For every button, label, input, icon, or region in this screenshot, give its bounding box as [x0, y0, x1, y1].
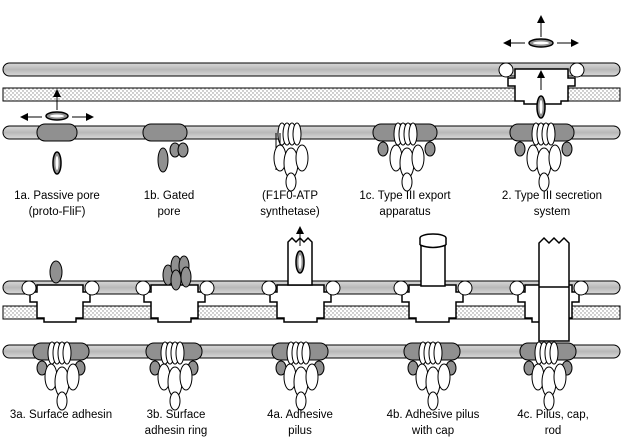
label-4a-line1: 4a. Adhesive	[267, 409, 333, 421]
panel-atp-synthase	[273, 122, 309, 192]
label-3b-line1: 3b. Surface	[147, 409, 206, 421]
label-4c-line1: 4c. Pilus, cap,	[517, 409, 589, 421]
panel-3b-adhesin-ring	[135, 255, 215, 411]
label-3b-line2: adhesin ring	[145, 425, 208, 437]
label-2-line1: 2. Type III secretion	[502, 190, 602, 202]
panel-2-secretion-system	[498, 15, 585, 192]
label-1b-line1: 1b. Gated	[144, 190, 195, 202]
label-4b-line2: with cap	[411, 425, 454, 437]
label-4a-line2: pilus	[288, 425, 312, 437]
panel-1b-gated-pore	[142, 123, 189, 173]
label-1a-line1: 1a. Passive pore	[14, 190, 100, 202]
label-1b-line2: pore	[157, 206, 180, 218]
panel-4c-pilus-cap-rod	[509, 236, 589, 411]
panel-1a-passive-pore	[20, 89, 94, 175]
label-2-line2: system	[534, 206, 570, 218]
outer-membrane-top	[2, 62, 621, 77]
label-4c-line2: rod	[545, 425, 562, 437]
panel-4b-pilus-with-cap	[393, 233, 473, 411]
label-atp-line2: synthetase)	[260, 206, 320, 218]
label-1c-line1: 1c. Type III export	[359, 190, 451, 202]
label-1c-line2: apparatus	[379, 206, 430, 218]
label-4b-line1: 4b. Adhesive pilus	[387, 409, 480, 421]
panel-labels: 1a. Passive pore (proto-FliF) 1b. Gated …	[10, 190, 602, 437]
panel-3a-surface-adhesin	[21, 260, 100, 411]
periplasm-band-top	[2, 87, 621, 102]
panel-1c-export-apparatus	[372, 122, 438, 192]
label-1a-line2: (proto-FliF)	[29, 206, 86, 218]
panel-4a-adhesive-pilus	[261, 226, 341, 411]
label-3a-line1: 3a. Surface adhesin	[10, 409, 112, 421]
label-atp-line1: (F1F0-ATP	[262, 190, 318, 202]
